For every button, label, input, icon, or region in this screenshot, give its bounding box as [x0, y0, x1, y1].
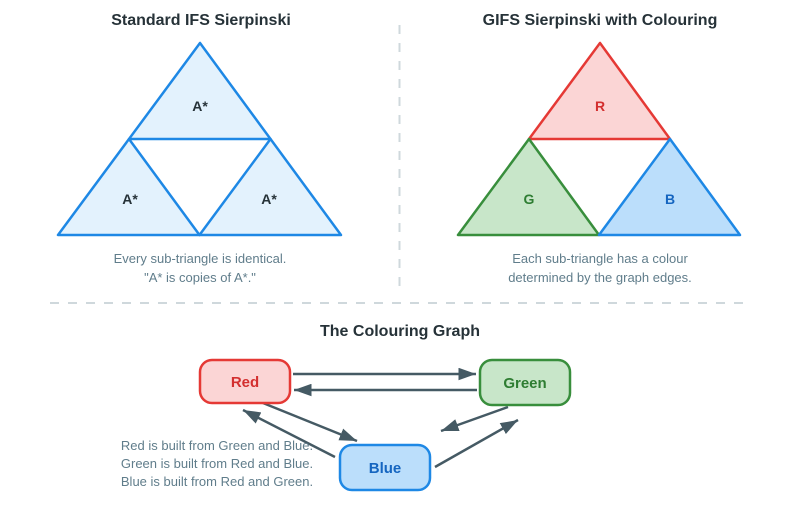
gifs-bottom-left-label: G — [524, 191, 535, 207]
gifs-bottom-right-label: B — [665, 191, 675, 207]
edge-red-to-blue — [262, 401, 358, 443]
gifs-top-label: R — [595, 98, 605, 114]
colouring-graph: The Colouring Graph Red Green Blue — [121, 323, 572, 492]
edge-blue-to-green — [434, 418, 519, 469]
graph-note-line2: Green is built from Red and Blue. — [121, 456, 313, 471]
graph-node-red: Red — [198, 358, 292, 405]
graph-note-line3: Blue is built from Red and Green. — [121, 474, 313, 489]
red-node-label: Red — [231, 374, 259, 391]
left-panel: Standard IFS Sierpinski A* A* A* Every s… — [56, 12, 343, 285]
right-panel-title: GIFS Sierpinski with Colouring — [483, 12, 718, 29]
graph-node-green: Green — [478, 358, 572, 407]
gifs-green-triangle — [456, 137, 601, 237]
ifs-inner-hole-triangle — [127, 137, 272, 237]
right-panel: GIFS Sierpinski with Colouring R G B Eac… — [456, 12, 742, 285]
ifs-bottom-left-label: A* — [122, 191, 138, 207]
green-node-label: Green — [503, 375, 546, 392]
gifs-red-triangle — [527, 41, 672, 141]
graph-node-blue: Blue — [338, 443, 432, 492]
right-caption-line1: Each sub-triangle has a colour — [512, 251, 688, 266]
edge-green-to-blue — [440, 405, 509, 433]
edge-blue-to-red — [242, 408, 336, 459]
blue-node-label: Blue — [369, 460, 402, 477]
graph-title: The Colouring Graph — [320, 323, 480, 340]
ifs-bottom-right-label: A* — [261, 191, 277, 207]
red-node-box — [198, 358, 292, 405]
graph-note-line1: Red is built from Green and Blue. — [121, 438, 313, 453]
right-caption-line2: determined by the graph edges. — [508, 270, 692, 285]
ifs-top-label: A* — [192, 98, 208, 114]
left-panel-title: Standard IFS Sierpinski — [111, 12, 291, 29]
green-node-box — [478, 358, 572, 407]
left-caption-line1: Every sub-triangle is identical. — [114, 251, 287, 266]
gifs-blue-triangle — [597, 137, 742, 237]
blue-node-box — [338, 443, 432, 492]
left-caption-line2: "A* is copies of A*." — [144, 270, 256, 285]
